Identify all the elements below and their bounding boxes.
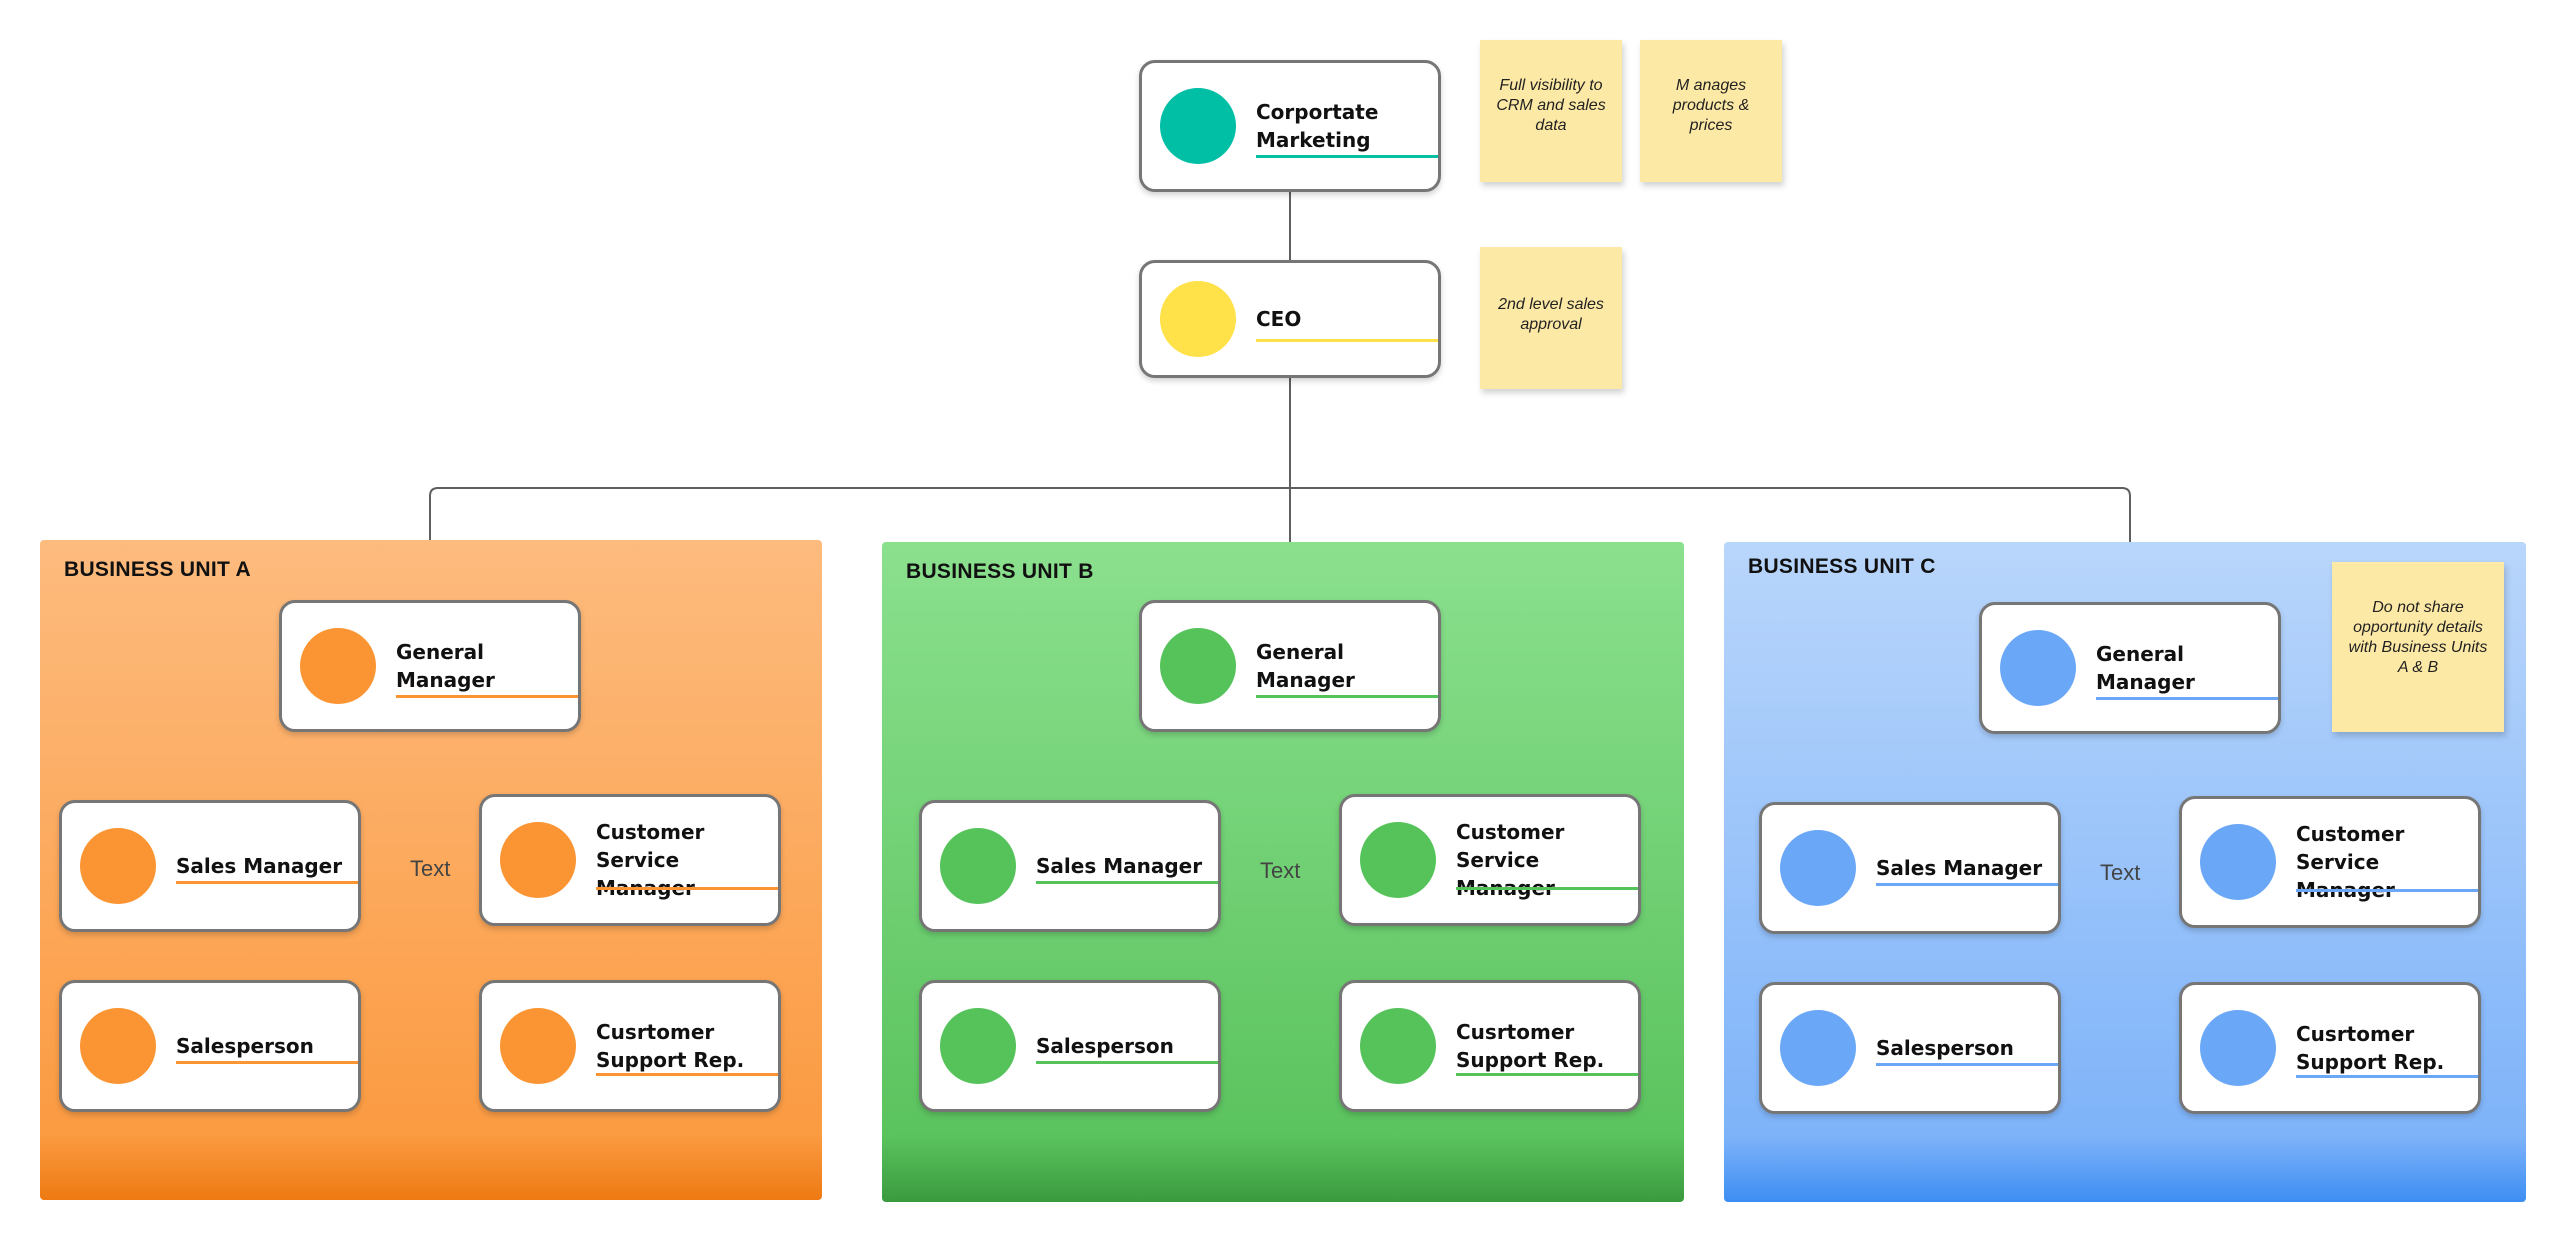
sticky-note[interactable]: Do not share opportunity details with Bu… [2332,562,2504,732]
node-general-manager[interactable]: General Manager [279,600,581,732]
node-ceo[interactable]: CEO [1139,260,1441,378]
node-label: Sales Manager [1876,856,2043,880]
unit-title: BUSINESS UNIT C [1748,555,1936,578]
node-underline [1456,887,1638,890]
node-underline [596,1073,778,1076]
avatar [80,1008,156,1084]
node-label: Customer Service Manager [2296,822,2405,902]
text-label[interactable]: Text [2100,860,2141,885]
node-label: Cusrtomer Support Rep. [2296,1022,2445,1074]
sticky-note[interactable]: Full visibility to CRM and sales data [1480,40,1622,182]
avatar [1360,1008,1436,1084]
node-general-manager[interactable]: General Manager [1139,600,1441,732]
node-support-rep[interactable]: Cusrtomer Support Rep. [1339,980,1641,1112]
avatar [500,822,576,898]
connector-branch-h [429,487,2131,610]
unit-title: BUSINESS UNIT A [64,558,251,581]
node-label: Corportate Marketing [1256,100,1379,152]
node-general-manager[interactable]: General Manager [1979,602,2281,734]
node-underline [1036,881,1218,884]
avatar [1780,830,1856,906]
avatar [1160,88,1236,164]
node-label: General Manager [396,640,495,692]
avatar [300,628,376,704]
node-label: Cusrtomer Support Rep. [1456,1020,1605,1072]
node-underline [1256,695,1438,698]
avatar [1160,281,1236,357]
avatar [1360,822,1436,898]
node-salesperson[interactable]: Salesperson [919,980,1221,1112]
node-underline [176,881,358,884]
node-label: General Manager [1256,640,1355,692]
node-underline [396,695,578,698]
node-label: Customer Service Manager [596,820,705,900]
node-customer-service-manager[interactable]: Customer Service Manager [479,794,781,926]
avatar [1780,1010,1856,1086]
node-underline [1876,1063,2058,1066]
text-label[interactable]: Text [1260,858,1301,883]
avatar [940,828,1016,904]
node-support-rep[interactable]: Cusrtomer Support Rep. [479,980,781,1112]
node-label: CEO [1256,307,1302,331]
avatar [80,828,156,904]
sticky-note[interactable]: 2nd level sales approval [1480,247,1622,389]
node-label: General Manager [2096,642,2195,694]
node-corporate-marketing[interactable]: Corportate Marketing [1139,60,1441,192]
node-customer-service-manager[interactable]: Customer Service Manager [2179,796,2481,928]
avatar [2000,630,2076,706]
text-label[interactable]: Text [410,856,451,881]
avatar [2200,824,2276,900]
node-customer-service-manager[interactable]: Customer Service Manager [1339,794,1641,926]
node-underline [1036,1061,1218,1064]
unit-title: BUSINESS UNIT B [906,560,1094,583]
node-support-rep[interactable]: Cusrtomer Support Rep. [2179,982,2481,1114]
node-underline [2096,697,2278,700]
node-label: Salesperson [176,1034,314,1058]
node-sales-manager[interactable]: Sales Manager [919,800,1221,932]
node-label: Cusrtomer Support Rep. [596,1020,745,1072]
node-label: Salesperson [1876,1036,2014,1060]
node-label: Customer Service Manager [1456,820,1565,900]
sticky-note[interactable]: M anages products & prices [1640,40,1782,182]
node-underline [2296,889,2478,892]
node-underline [2296,1075,2478,1078]
node-underline [176,1061,358,1064]
avatar [1160,628,1236,704]
node-label: Salesperson [1036,1034,1174,1058]
node-underline [1256,339,1438,342]
node-sales-manager[interactable]: Sales Manager [59,800,361,932]
avatar [500,1008,576,1084]
node-sales-manager[interactable]: Sales Manager [1759,802,2061,934]
node-salesperson[interactable]: Salesperson [59,980,361,1112]
avatar [2200,1010,2276,1086]
node-salesperson[interactable]: Salesperson [1759,982,2061,1114]
avatar [940,1008,1016,1084]
node-underline [596,887,778,890]
node-underline [1256,155,1438,158]
node-underline [1456,1073,1638,1076]
node-underline [1876,883,2058,886]
node-label: Sales Manager [176,854,343,878]
node-label: Sales Manager [1036,854,1203,878]
